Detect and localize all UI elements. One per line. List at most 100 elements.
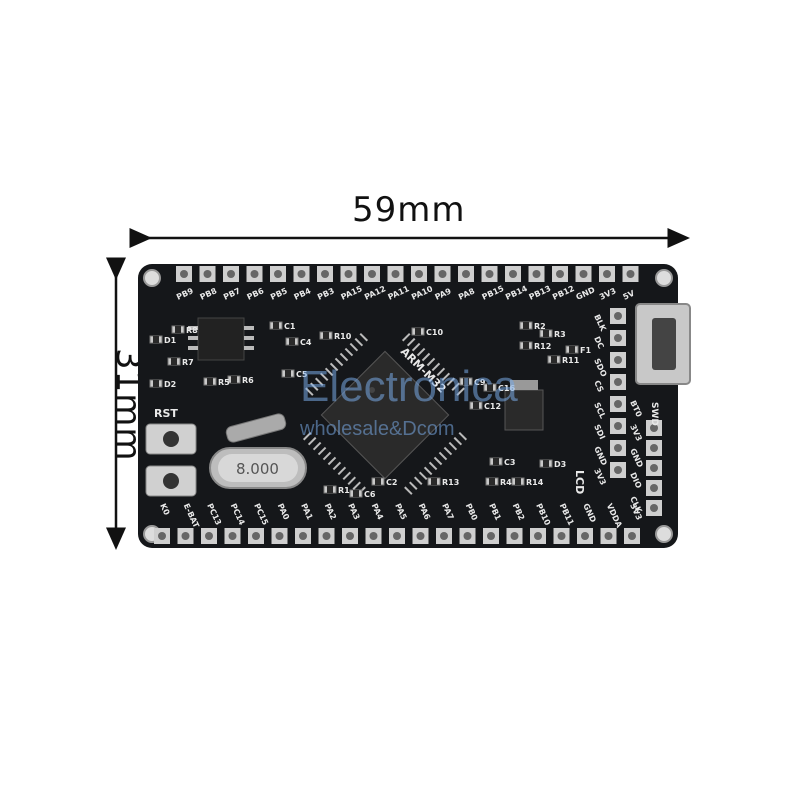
component-label: R2 — [534, 322, 546, 331]
header-pin — [434, 266, 451, 282]
smd-part: C16 — [483, 383, 515, 393]
header-pin — [610, 396, 626, 412]
boot-button[interactable] — [145, 465, 197, 497]
header-pin — [610, 352, 626, 368]
component-label: C3 — [504, 458, 515, 467]
crystal-label: 8.000 — [236, 460, 279, 478]
lcd-label: LCD — [573, 470, 586, 494]
component-label: R6 — [242, 376, 254, 385]
component-label: R8 — [186, 326, 198, 335]
rtc-crystal — [225, 413, 287, 443]
header-pin — [436, 528, 452, 544]
component-label: R3 — [554, 330, 566, 339]
component-label: D3 — [554, 460, 566, 469]
header-pin — [610, 374, 626, 390]
header-pin — [646, 500, 662, 516]
reset-button-label: RST — [154, 407, 178, 420]
header-pin — [458, 266, 474, 282]
smd-part: R11 — [547, 355, 580, 365]
component-label: C16 — [498, 384, 515, 393]
component-label: D2 — [164, 380, 176, 389]
swd-label: SWD — [649, 402, 659, 426]
header-pin — [506, 528, 523, 544]
component-label: C9 — [474, 378, 486, 387]
smd-part: C1 — [269, 321, 296, 331]
component-label: R5 — [218, 378, 230, 387]
mcu-chip — [302, 332, 468, 495]
header-pin — [528, 266, 545, 282]
smd-part: R2 — [519, 321, 546, 331]
smd-part: R3 — [539, 329, 566, 339]
smd-part: C4 — [285, 337, 312, 347]
header-pin — [575, 266, 592, 282]
smd-part: D1 — [149, 335, 177, 345]
header-pin — [271, 528, 288, 544]
lcd-pin-header — [610, 308, 626, 478]
component-label: C1 — [284, 322, 296, 331]
header-pin — [459, 528, 476, 544]
header-pin — [223, 266, 239, 282]
header-pin — [412, 528, 429, 544]
component-label: R4 — [500, 478, 512, 487]
component-label: R13 — [442, 478, 459, 487]
crystal — [209, 447, 307, 489]
micro-usb-port[interactable] — [635, 303, 691, 385]
component-label: R12 — [534, 342, 551, 351]
header-pin — [553, 528, 570, 544]
watermark-sub: wholesale&Dcom — [300, 418, 455, 440]
component-label: C12 — [484, 402, 501, 411]
header-pin — [365, 528, 382, 544]
smd-part: R12 — [519, 341, 551, 351]
component-label: F1 — [580, 346, 591, 355]
header-pin — [646, 420, 662, 436]
header-pin — [577, 528, 593, 544]
component-label: R11 — [562, 356, 580, 365]
component-label: C6 — [364, 490, 376, 499]
smd-part: C12 — [469, 401, 501, 411]
header-pin — [624, 528, 640, 544]
smd-part: R6 — [227, 375, 254, 385]
header-pin — [295, 528, 311, 544]
smd-part: C2 — [371, 477, 397, 487]
header-pin — [317, 266, 333, 282]
smd-part: C5 — [281, 369, 308, 379]
component-label: R14 — [526, 478, 544, 487]
header-pin — [610, 330, 626, 346]
header-pin — [246, 266, 263, 282]
header-pin — [199, 266, 216, 282]
reset-button[interactable] — [145, 423, 197, 455]
component-label: C5 — [296, 370, 308, 379]
mount-hole — [655, 525, 673, 543]
component-label: C4 — [300, 338, 312, 347]
header-pin — [364, 266, 380, 282]
header-pin — [610, 418, 626, 434]
header-pin — [177, 528, 194, 544]
smd-part: C9 — [459, 377, 486, 387]
smd-part: D2 — [149, 379, 176, 389]
header-pin — [411, 266, 427, 282]
header-pin — [224, 528, 241, 544]
smd-part: R14 — [511, 477, 544, 487]
header-pin — [176, 266, 192, 282]
smd-part: C3 — [489, 457, 515, 467]
swd-pin-header — [646, 420, 662, 516]
header-pin — [552, 266, 568, 282]
smd-part: R10 — [319, 331, 352, 341]
component-label: D1 — [164, 336, 177, 345]
smd-part: R4 — [485, 477, 512, 487]
header-pin — [389, 528, 405, 544]
mount-hole — [143, 269, 161, 287]
watermark-main: Electronica — [300, 362, 518, 411]
component-label: R1 — [338, 486, 350, 495]
component-label: R7 — [182, 358, 194, 367]
header-pin — [154, 528, 170, 544]
header-pin — [505, 266, 521, 282]
header-pin — [610, 462, 626, 478]
component-label: R10 — [334, 332, 352, 341]
header-pin — [270, 266, 286, 282]
header-pin — [600, 528, 617, 544]
header-pin — [530, 528, 546, 544]
header-pin — [318, 528, 335, 544]
header-pin — [610, 308, 626, 324]
